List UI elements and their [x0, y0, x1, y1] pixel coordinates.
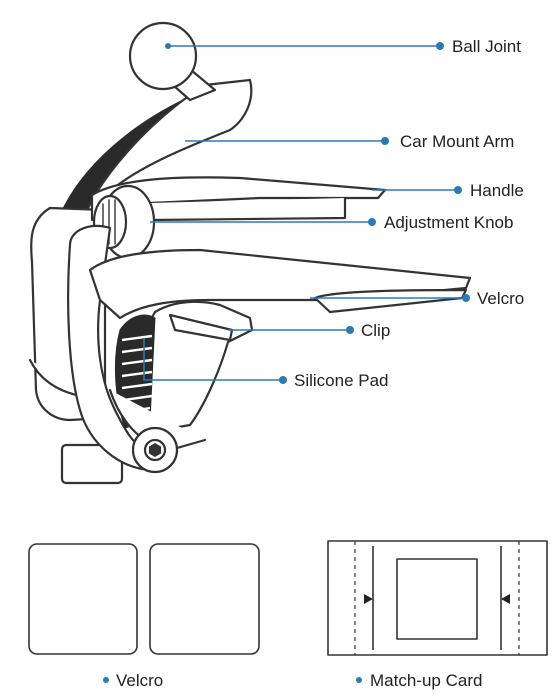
card-center-square	[396, 558, 478, 640]
callout-velcro: Velcro	[310, 289, 524, 308]
caption-velcro: Velcro	[103, 671, 163, 690]
car-mount-arm-shape	[78, 78, 253, 230]
bullet-dot	[356, 677, 362, 683]
end-dot	[436, 42, 444, 50]
leader-line	[143, 338, 283, 381]
callout-clip: Clip	[228, 321, 390, 340]
label-clip: Clip	[361, 321, 390, 340]
label-ball-joint: Ball Joint	[452, 37, 521, 56]
end-dot	[346, 326, 354, 334]
callout-ball-joint: Ball Joint	[165, 37, 521, 56]
ball-joint-shape	[128, 21, 198, 91]
arrow-right-icon	[364, 594, 373, 604]
label-car-mount-arm: Car Mount Arm	[400, 132, 514, 151]
end-dot	[279, 376, 287, 384]
phone-mount-illustration	[28, 21, 472, 485]
caption-card-text: Match-up Card	[370, 671, 482, 690]
velcro-plate-shape	[88, 248, 472, 320]
arrow-left-icon	[501, 594, 510, 604]
caption-match-up-card: Match-up Card	[356, 671, 482, 690]
velcro-pads-illustration	[28, 543, 260, 655]
end-dot	[368, 218, 376, 226]
velcro-pad-left	[28, 543, 138, 655]
callout-handle: Handle	[372, 181, 524, 200]
end-dot	[454, 186, 462, 194]
match-up-card-illustration	[327, 540, 548, 656]
end-dot	[381, 137, 389, 145]
label-velcro: Velcro	[477, 289, 524, 308]
velcro-pad-right	[149, 543, 260, 655]
label-adjustment-knob: Adjustment Knob	[384, 213, 513, 232]
callout-car-mount-arm: Car Mount Arm	[185, 132, 514, 151]
callout-adjustment-knob: Adjustment Knob	[150, 213, 513, 232]
bullet-dot	[103, 677, 109, 683]
end-dot	[462, 294, 470, 302]
caption-velcro-text: Velcro	[116, 671, 163, 690]
label-handle: Handle	[470, 181, 524, 200]
callout-silicone-pad: Silicone Pad	[143, 338, 389, 390]
label-silicone-pad: Silicone Pad	[294, 371, 389, 390]
